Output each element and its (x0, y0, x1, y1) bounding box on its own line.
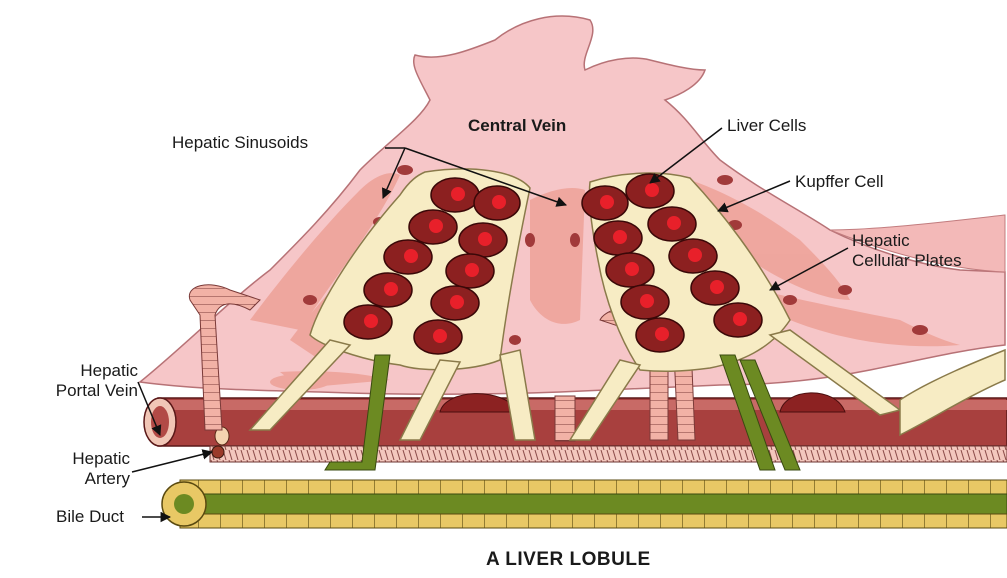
hepatic-portal-vein-line1: Hepatic (14, 361, 138, 381)
hepatic-artery-label: Hepatic Artery (20, 449, 130, 488)
diagram-caption: A LIVER LOBULE (486, 549, 651, 571)
liver-cells-label: Liver Cells (727, 116, 806, 136)
hepatic-artery-band (210, 446, 1007, 462)
central-vein-label: Central Vein (468, 116, 566, 136)
hepatic-cellular-plates-line2: Cellular Plates (852, 251, 962, 271)
hepatic-cellular-plates-label: Hepatic Cellular Plates (852, 231, 962, 270)
hepatic-cellular-plates-line1: Hepatic (852, 231, 962, 251)
kupffer-cell-label: Kupffer Cell (795, 172, 884, 192)
bile-duct (162, 480, 1007, 528)
hepatic-sinusoids-label: Hepatic Sinusoids (172, 133, 308, 153)
hepatic-artery-line2: Artery (20, 469, 130, 489)
hepatic-portal-vein-line2: Portal Vein (14, 381, 138, 401)
hepatic-portal-vein-label: Hepatic Portal Vein (14, 361, 138, 400)
hepatic-artery-line1: Hepatic (20, 449, 130, 469)
bile-duct-label: Bile Duct (56, 507, 124, 527)
